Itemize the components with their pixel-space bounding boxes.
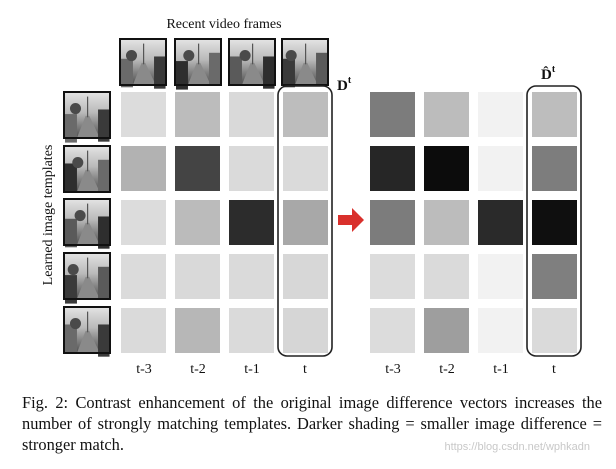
right-cell-r1-c1 <box>424 146 469 191</box>
right-cell-r2-c0 <box>370 200 415 245</box>
column-label-right-3: t <box>552 362 556 377</box>
arrow-icon <box>338 208 364 232</box>
left-cell-r0-c1 <box>175 92 220 137</box>
left-cell-r1-c0 <box>121 146 166 191</box>
right-cell-r3-c1 <box>424 254 469 299</box>
column-label-left-0: t-3 <box>136 362 152 377</box>
right-cell-r2-c2 <box>478 200 523 245</box>
right-cell-r4-c1 <box>424 308 469 353</box>
left-cell-r3-c3 <box>283 254 328 299</box>
right-cell-r0-c1 <box>424 92 469 137</box>
left-difference-matrix <box>121 92 328 353</box>
left-cell-r1-c1 <box>175 146 220 191</box>
frame-thumbnail-2 <box>228 38 276 89</box>
frame-thumbnail-0 <box>119 38 167 89</box>
left-matrix-label: Dt <box>337 75 352 94</box>
template-thumbnail-1 <box>63 145 111 193</box>
right-cell-r0-c2 <box>478 92 523 137</box>
column-label-right-0: t-3 <box>385 362 401 377</box>
left-cell-r2-c3 <box>283 200 328 245</box>
right-cell-r0-c0 <box>370 92 415 137</box>
right-cell-r1-c0 <box>370 146 415 191</box>
left-cell-r4-c2 <box>229 308 274 353</box>
watermark-text: https://blog.csdn.net/wphkadn <box>444 441 590 453</box>
templates-axis-label: Learned image templates <box>41 145 56 286</box>
figure-caption: Fig. 2: Contrast enhancement of the orig… <box>22 393 602 454</box>
left-cell-r2-c1 <box>175 200 220 245</box>
column-label-left-1: t-2 <box>190 362 206 377</box>
left-cell-r0-c0 <box>121 92 166 137</box>
left-cell-r2-c0 <box>121 200 166 245</box>
left-cell-r4-c3 <box>283 308 328 353</box>
left-cell-r1-c3 <box>283 146 328 191</box>
left-cell-r3-c1 <box>175 254 220 299</box>
template-thumbnail-3 <box>63 252 111 304</box>
template-thumbnail-0 <box>63 91 111 143</box>
right-cell-r2-c3 <box>532 200 577 245</box>
template-thumbnail-2 <box>63 198 111 249</box>
right-cell-r4-c2 <box>478 308 523 353</box>
template-thumbnails-column <box>63 91 111 357</box>
left-cell-r3-c0 <box>121 254 166 299</box>
frame-thumbnail-3 <box>281 38 329 88</box>
right-cell-r2-c1 <box>424 200 469 245</box>
column-label-right-1: t-2 <box>439 362 455 377</box>
left-cell-r3-c2 <box>229 254 274 299</box>
left-cell-r0-c3 <box>283 92 328 137</box>
right-matrix-label: D̂t <box>541 64 556 83</box>
column-label-right-2: t-1 <box>493 362 509 377</box>
left-cell-r1-c2 <box>229 146 274 191</box>
right-cell-r4-c0 <box>370 308 415 353</box>
right-cell-r1-c3 <box>532 146 577 191</box>
left-cell-r4-c1 <box>175 308 220 353</box>
frames-title: Recent video frames <box>166 17 281 32</box>
left-cell-r0-c2 <box>229 92 274 137</box>
left-cell-r4-c0 <box>121 308 166 353</box>
figure-diagram: Recent video frames Learned image templa… <box>41 17 582 377</box>
left-highlight-column <box>277 85 333 357</box>
right-cell-r0-c3 <box>532 92 577 137</box>
right-cell-r3-c2 <box>478 254 523 299</box>
left-cell-r2-c2 <box>229 200 274 245</box>
right-cell-r3-c3 <box>532 254 577 299</box>
right-enhanced-matrix <box>370 92 577 353</box>
column-label-left-3: t <box>303 362 307 377</box>
frame-thumbnails-row <box>119 38 329 90</box>
right-cell-r1-c2 <box>478 146 523 191</box>
right-cell-r4-c3 <box>532 308 577 353</box>
column-label-left-2: t-1 <box>244 362 260 377</box>
right-cell-r3-c0 <box>370 254 415 299</box>
right-highlight-column <box>526 85 582 357</box>
template-thumbnail-4 <box>63 306 111 357</box>
frame-thumbnail-1 <box>174 38 222 90</box>
